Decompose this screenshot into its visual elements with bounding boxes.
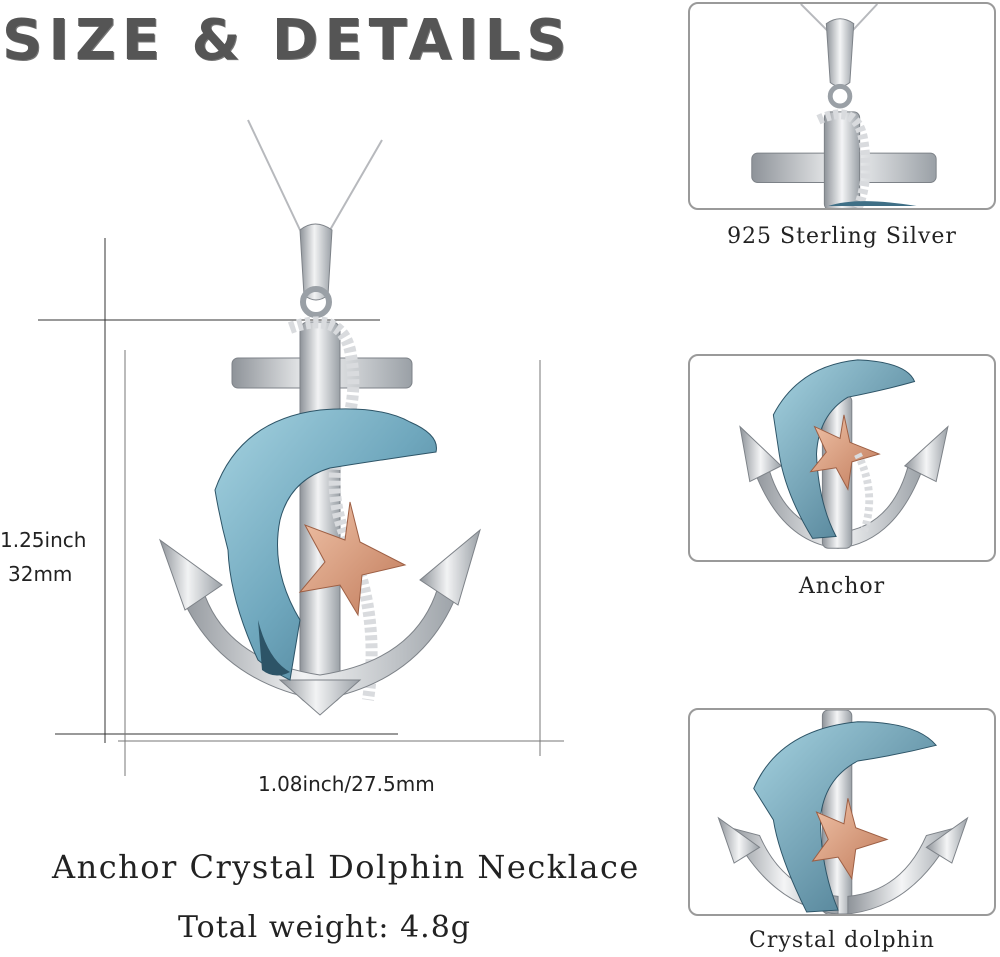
anchor-fluke-right <box>419 528 481 606</box>
product-title: Anchor Crystal Dolphin Necklace <box>52 848 640 886</box>
detail-card-anchor <box>688 354 996 562</box>
chain <box>247 119 383 231</box>
bail <box>299 223 333 318</box>
silver-detail-image <box>751 4 937 208</box>
height-mm-label: 32mm <box>8 562 73 586</box>
dimension-lines <box>38 238 564 776</box>
anchor-shank <box>299 321 341 703</box>
caption-anchor: Anchor <box>798 574 886 599</box>
starfish <box>298 501 407 617</box>
width-label: 1.08inch/27.5mm <box>258 772 435 796</box>
detail-card-dolphin <box>688 708 996 916</box>
anchor-fluke-left <box>158 538 223 611</box>
dolphin-detail-image <box>717 710 969 914</box>
pendant-illustration <box>38 119 564 776</box>
height-inch-label: 1.25inch <box>0 528 87 552</box>
detail-card-silver <box>688 2 996 210</box>
anchor-detail-image <box>739 359 949 549</box>
total-weight: Total weight: 4.8g <box>178 910 471 945</box>
anchor-crown <box>278 679 362 716</box>
headline: SIZE & DETAILS <box>2 8 573 73</box>
crystal-dolphin <box>214 408 437 681</box>
caption-silver: 925 Sterling Silver <box>727 224 957 249</box>
caption-dolphin: Crystal dolphin <box>749 928 935 953</box>
